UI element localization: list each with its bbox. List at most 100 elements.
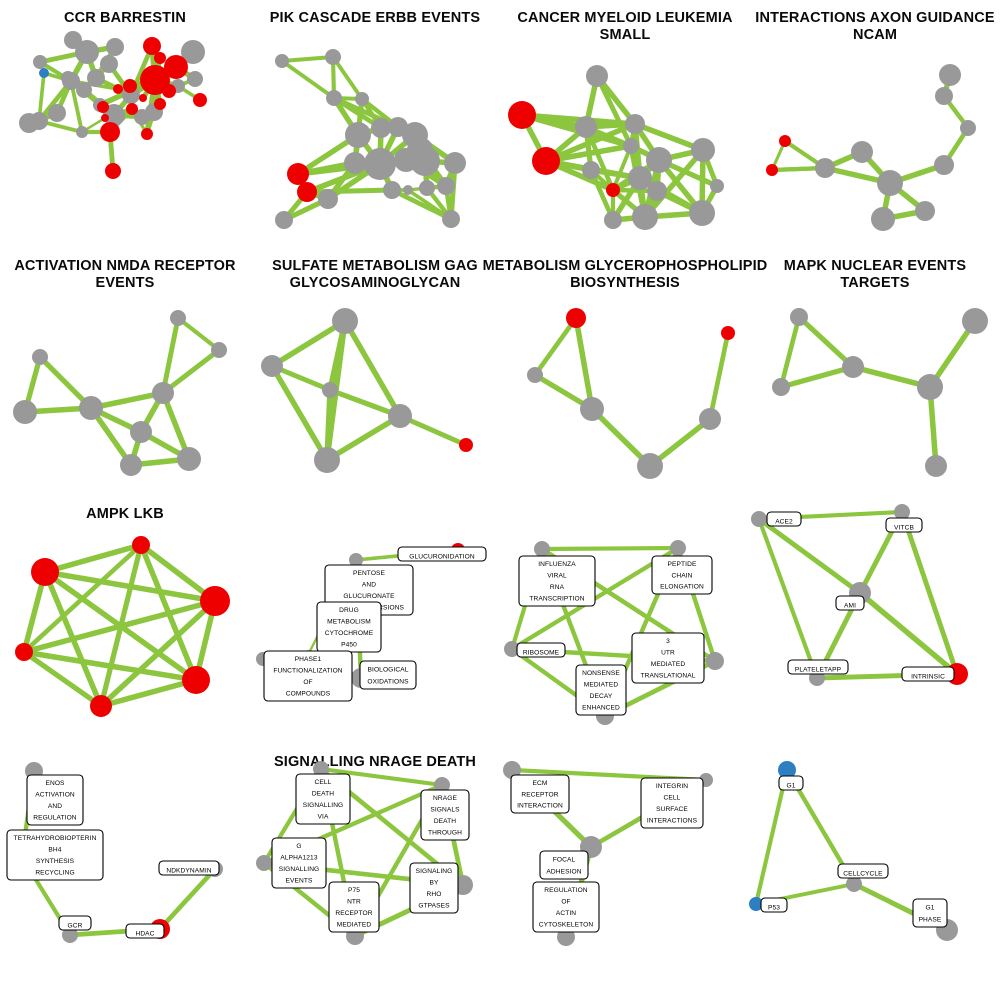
graph-node[interactable] [566,308,586,328]
graph-node[interactable] [79,396,103,420]
graph-node[interactable] [48,104,66,122]
graph-node[interactable] [699,408,721,430]
graph-node[interactable] [846,876,862,892]
graph-node[interactable] [181,40,205,64]
graph-node[interactable] [779,135,791,147]
node-label[interactable]: INTRINSIC [901,666,955,682]
graph-node[interactable] [332,308,358,334]
graph-node[interactable] [637,453,663,479]
graph-node[interactable] [62,927,78,943]
graph-node[interactable] [164,55,188,79]
graph-node[interactable] [871,207,895,231]
graph-node[interactable] [113,84,123,94]
graph-node[interactable] [170,310,186,326]
graph-node[interactable] [97,101,109,113]
graph-node[interactable] [139,94,147,102]
node-label[interactable]: HDAC [125,923,165,939]
graph-node[interactable] [130,421,152,443]
graph-node[interactable] [575,116,597,138]
graph-node[interactable] [355,92,369,106]
graph-node[interactable] [925,455,947,477]
graph-node[interactable] [403,185,413,195]
graph-node[interactable] [706,652,724,670]
graph-node[interactable] [632,204,658,230]
graph-node[interactable] [349,553,363,567]
graph-node[interactable] [162,84,176,98]
graph-node[interactable] [101,114,109,122]
graph-node[interactable] [344,152,366,174]
graph-node[interactable] [604,211,622,229]
graph-node[interactable] [126,103,138,115]
graph-node[interactable] [187,71,203,87]
graph-node[interactable] [710,179,724,193]
graph-node[interactable] [100,122,120,142]
graph-node[interactable] [261,355,283,377]
graph-node[interactable] [15,643,33,661]
graph-node[interactable] [132,536,150,554]
graph-node[interactable] [772,378,790,396]
graph-node[interactable] [13,400,37,424]
graph-node[interactable] [851,141,873,163]
graph-node[interactable] [586,65,608,87]
node-label[interactable]: CELLCYCLE [837,863,889,879]
node-label[interactable]: AMI [835,595,865,611]
graph-node[interactable] [628,166,652,190]
graph-node[interactable] [345,122,371,148]
graph-node[interactable] [527,367,543,383]
node-label[interactable]: VITCB [885,517,923,533]
graph-node[interactable] [200,586,230,616]
graph-node[interactable] [960,120,976,136]
graph-node[interactable] [313,761,329,777]
graph-node[interactable] [75,40,99,64]
graph-node[interactable] [749,897,763,911]
graph-node[interactable] [934,155,954,175]
graph-node[interactable] [287,163,309,185]
graph-node[interactable] [314,447,340,473]
graph-node[interactable] [154,52,166,64]
graph-node[interactable] [939,64,961,86]
graph-node[interactable] [877,170,903,196]
graph-node[interactable] [103,104,125,126]
graph-node[interactable] [935,87,953,105]
graph-node[interactable] [459,438,473,452]
graph-node[interactable] [689,200,715,226]
graph-node[interactable] [582,161,600,179]
graph-node[interactable] [434,777,450,793]
graph-node[interactable] [371,118,391,138]
graph-node[interactable] [275,211,293,229]
graph-node[interactable] [120,454,142,476]
graph-node[interactable] [766,164,778,176]
graph-node[interactable] [751,511,767,527]
graph-node[interactable] [442,210,460,228]
graph-node[interactable] [326,90,342,106]
graph-node[interactable] [90,695,112,717]
graph-node[interactable] [444,152,466,174]
graph-node[interactable] [778,761,796,779]
graph-node[interactable] [419,180,435,196]
node-label[interactable]: NDKDYNAMIN [158,860,220,876]
graph-node[interactable] [606,183,620,197]
graph-node[interactable] [76,82,92,98]
graph-node[interactable] [364,148,396,180]
graph-node[interactable] [275,54,289,68]
graph-node[interactable] [410,146,440,176]
graph-node[interactable] [123,79,137,93]
graph-node[interactable] [917,374,943,400]
graph-node[interactable] [61,71,75,85]
graph-node[interactable] [193,93,207,107]
graph-node[interactable] [534,541,550,557]
graph-node[interactable] [39,68,49,78]
node-label[interactable]: RIBOSOME [516,642,566,658]
graph-node[interactable] [625,114,645,134]
node-label[interactable]: GCR [58,915,92,931]
graph-node[interactable] [318,189,338,209]
